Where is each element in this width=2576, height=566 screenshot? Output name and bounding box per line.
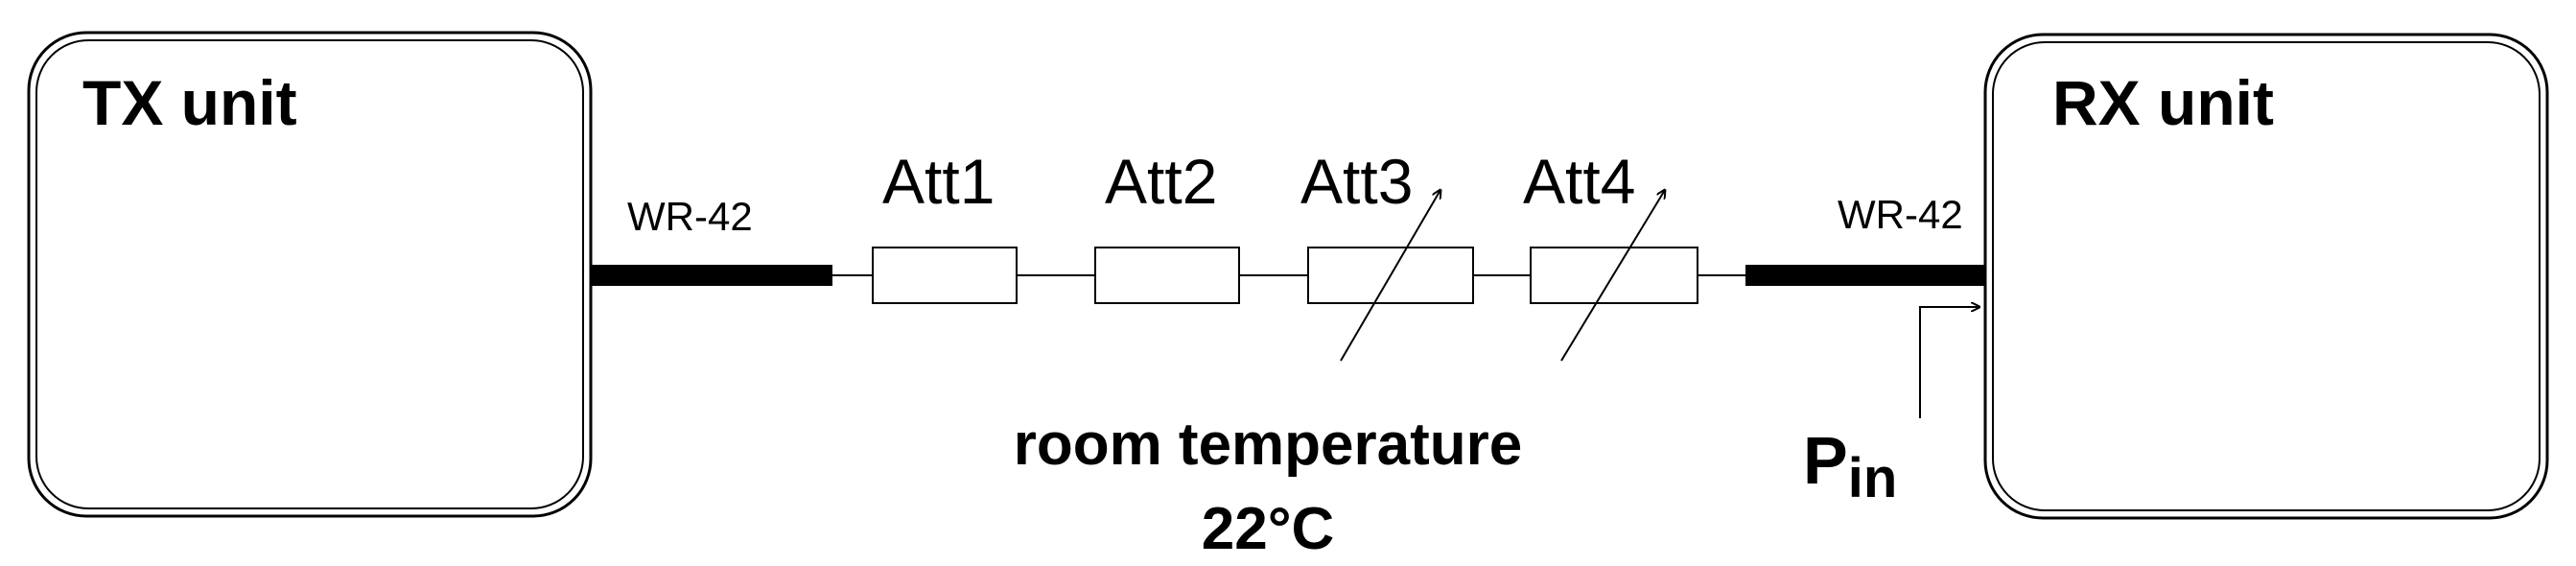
temperature-note-line2: 22°C <box>1202 496 1335 562</box>
rx-unit-label: RX unit <box>2052 67 2274 138</box>
attenuator-3-label: Att3 <box>1300 146 1413 217</box>
temperature-note-line1: room temperature <box>1014 412 1523 478</box>
pin-label-main: P <box>1803 423 1848 498</box>
pin-arrow <box>1919 307 1979 418</box>
temperature-note: room temperature 22°C <box>1014 412 1523 562</box>
attenuator-3: Att3 <box>1300 146 1474 362</box>
pin-label: Pin <box>1803 423 1897 509</box>
pin-indicator: Pin <box>1803 307 1979 509</box>
attenuator-1: Att1 <box>872 146 1018 304</box>
waveguide-left-label: WR-42 <box>627 194 753 239</box>
pin-label-subscript: in <box>1848 447 1898 509</box>
variable-arrow-3 <box>1340 190 1440 362</box>
attenuator-1-label: Att1 <box>882 146 995 217</box>
tx-unit: TX unit <box>27 31 593 518</box>
waveguide-left: WR-42 <box>591 194 832 286</box>
attenuator-4-label: Att4 <box>1523 146 1635 217</box>
attenuator-2-label: Att2 <box>1105 146 1217 217</box>
rx-unit: RX unit <box>1983 33 2549 520</box>
attenuator-2: Att2 <box>1094 146 1240 304</box>
waveguide-right: WR-42 <box>1745 192 1985 286</box>
attenuator-4: Att4 <box>1523 146 1698 362</box>
tx-unit-label: TX unit <box>82 67 297 138</box>
waveguide-right-label: WR-42 <box>1838 192 1963 237</box>
variable-arrow-4 <box>1560 190 1665 362</box>
